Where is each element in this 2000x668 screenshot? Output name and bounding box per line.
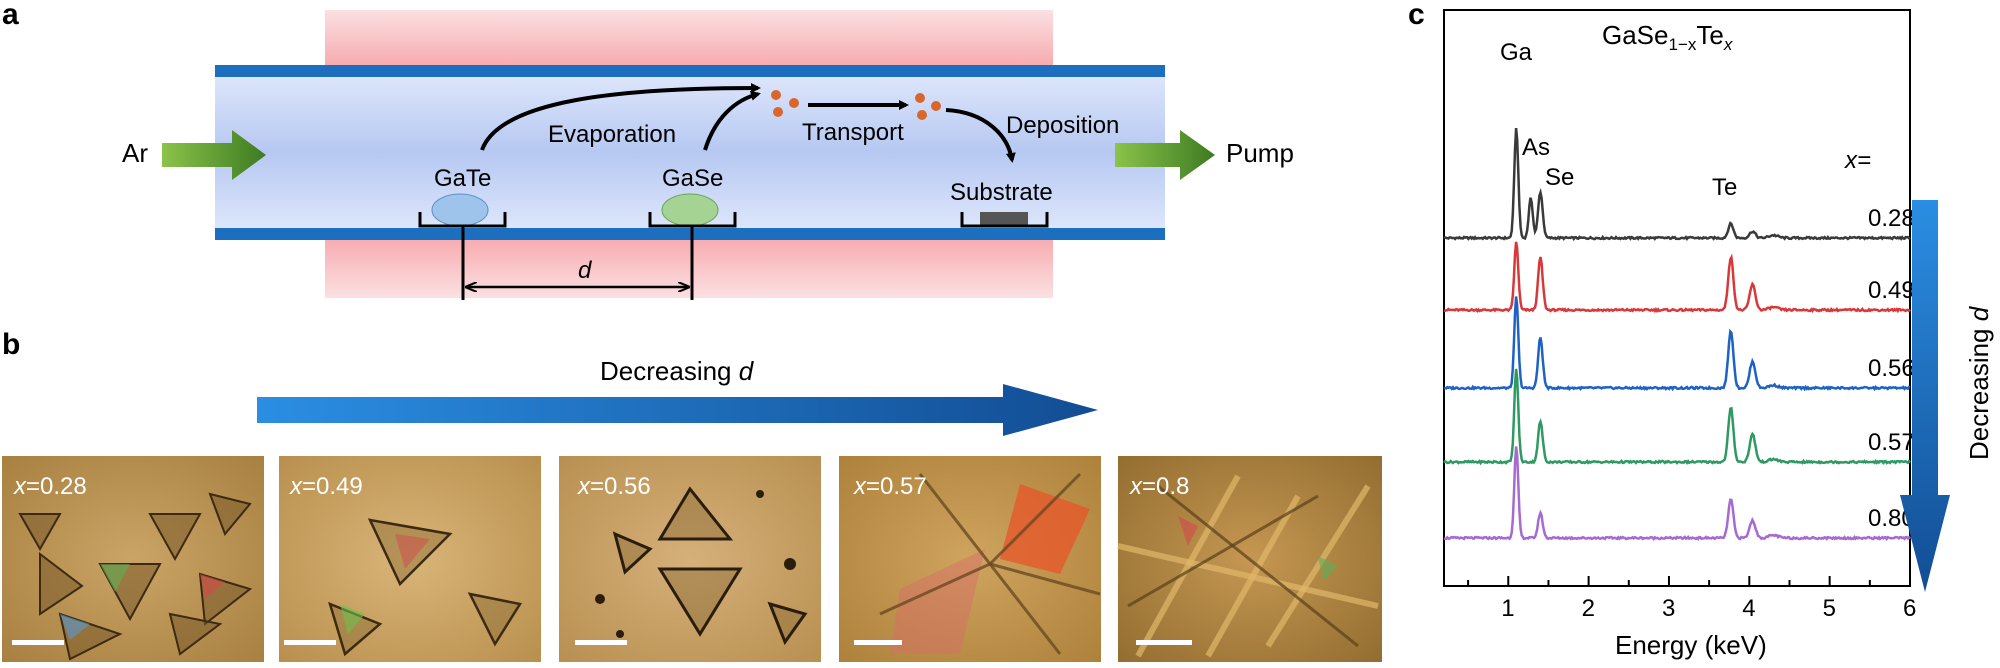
trend-label-c: Decreasing d (1964, 305, 1994, 460)
series-label-0.28: 0.28 (1868, 205, 1915, 232)
x-tick-label-1: 1 (1501, 595, 1514, 622)
vapor-particles-icon (771, 90, 941, 120)
evaporation-arrow-long (480, 83, 761, 151)
micrograph-2-label: x=0.49 (289, 473, 363, 500)
title-sub2: x (1723, 35, 1733, 54)
evaporation-arrow-short (703, 90, 761, 151)
scale-bar-5 (1136, 640, 1192, 645)
trend-var-b: d (739, 356, 755, 386)
micrograph-5-value: =0.8 (1142, 473, 1189, 500)
source-1-label: GaTe (434, 165, 491, 192)
series-layer: 0.280.490.560.570.80 (1443, 127, 1915, 542)
series-line-0.57 (1443, 368, 1911, 466)
title-base: GaSe (1602, 20, 1669, 50)
micrograph-1-label: x=0.28 (13, 473, 87, 500)
x-tick-label-5: 5 (1823, 595, 1836, 622)
trend-var-c: d (1964, 305, 1994, 321)
title-mid: Te (1696, 20, 1723, 50)
panel-a-label: a (2, 0, 19, 31)
source-1-pellet (431, 193, 489, 227)
step-2-label: Transport (802, 119, 904, 146)
chart-title: GaSe1−xTex (1602, 20, 1733, 54)
heater-top (325, 10, 1053, 68)
series-line-0.56 (1443, 296, 1911, 392)
scale-bar-1 (12, 640, 64, 645)
decreasing-d-vertical-arrow-icon (1900, 200, 1950, 592)
micrograph-4-value: =0.57 (866, 473, 927, 500)
micrograph-4-var: x (853, 473, 867, 500)
micrograph-5-var: x (1129, 473, 1143, 500)
micrograph-5-frame: x=0.8 (1117, 456, 1382, 662)
x-tick-label-3: 3 (1662, 595, 1675, 622)
series-line-0.49 (1443, 241, 1911, 314)
micrograph-3-var: x (577, 473, 591, 500)
series-line-0.80 (1443, 446, 1911, 542)
micrograph-3-value: =0.56 (590, 473, 651, 500)
panel-c-eds-chart: c GaSe1−xTex x= Ga As Se Te 0.280.490.56… (1408, 0, 1994, 660)
title-sub: 1−x (1669, 35, 1697, 54)
x-tick-label-2: 2 (1582, 595, 1595, 622)
tube-wall-top (215, 65, 1165, 77)
micrograph-4 (839, 456, 1101, 662)
trend-prefix-c: Decreasing (1964, 321, 1994, 460)
micrograph-4-label: x=0.57 (853, 473, 927, 500)
peak-label-as: As (1522, 134, 1550, 161)
micrograph-3 (559, 456, 821, 662)
trend-prefix-b: Decreasing (600, 356, 739, 386)
x-axis: 1 2 3 4 5 6 (1467, 576, 1916, 622)
micrograph-1-value: =0.28 (26, 473, 87, 500)
step-3-label: Deposition (1006, 112, 1119, 139)
source-2-pellet (661, 193, 719, 227)
panel-c-label: c (1408, 0, 1425, 31)
micrograph-1 (2, 456, 264, 662)
step-1-label: Evaporation (548, 121, 676, 148)
inlet-label: Ar (122, 138, 148, 168)
panel-b-label: b (2, 328, 20, 361)
substrate-block (980, 212, 1028, 226)
x-tick-label-6: 6 (1903, 595, 1916, 622)
x-tick-label-4: 4 (1742, 595, 1755, 622)
micrograph-5-label: x=0.8 (1129, 473, 1189, 500)
trend-label-b: Decreasing d (600, 356, 755, 386)
substrate-label: Substrate (950, 179, 1053, 206)
micrograph-2-value: =0.49 (302, 473, 363, 500)
series-label-0.56: 0.56 (1868, 355, 1915, 382)
peak-label-se: Se (1545, 164, 1574, 191)
x-axis-label: Energy (keV) (1615, 630, 1767, 660)
scale-bar-4 (854, 640, 902, 645)
micrograph-2 (279, 456, 541, 662)
heater-bottom (325, 236, 1053, 298)
panel-b-micrographs: b Decreasing d x=0.28 (2, 328, 1101, 662)
outlet-label: Pump (1226, 138, 1294, 168)
inlet-arrow-icon (162, 130, 266, 180)
substrate-boat (960, 212, 1049, 228)
outlet-arrow-icon (1115, 130, 1215, 180)
peak-label-ga: Ga (1500, 39, 1533, 66)
micrograph-3-label: x=0.56 (577, 473, 651, 500)
tube-wall-bottom (215, 228, 1165, 240)
series-header: x= (1844, 147, 1871, 174)
decreasing-d-arrow-icon (257, 384, 1098, 436)
micrograph-1-var: x (13, 473, 27, 500)
series-label-0.49: 0.49 (1868, 277, 1915, 304)
deposition-arrow (945, 108, 1016, 163)
micrograph-2-var: x (289, 473, 303, 500)
peak-label-te: Te (1712, 174, 1737, 201)
series-line-0.28 (1443, 127, 1911, 242)
distance-label: d (578, 257, 592, 284)
scale-bar-3 (575, 640, 627, 645)
micrograph-5 (1117, 456, 1382, 662)
panel-a-schematic: a Ar Pump GaTe GaSe Substrate Evaporatio… (2, 0, 1294, 300)
plot-frame (1443, 9, 1911, 587)
source-2-label: GaSe (662, 165, 723, 192)
series-label-0.57: 0.57 (1868, 429, 1915, 456)
scale-bar-2 (284, 640, 336, 645)
